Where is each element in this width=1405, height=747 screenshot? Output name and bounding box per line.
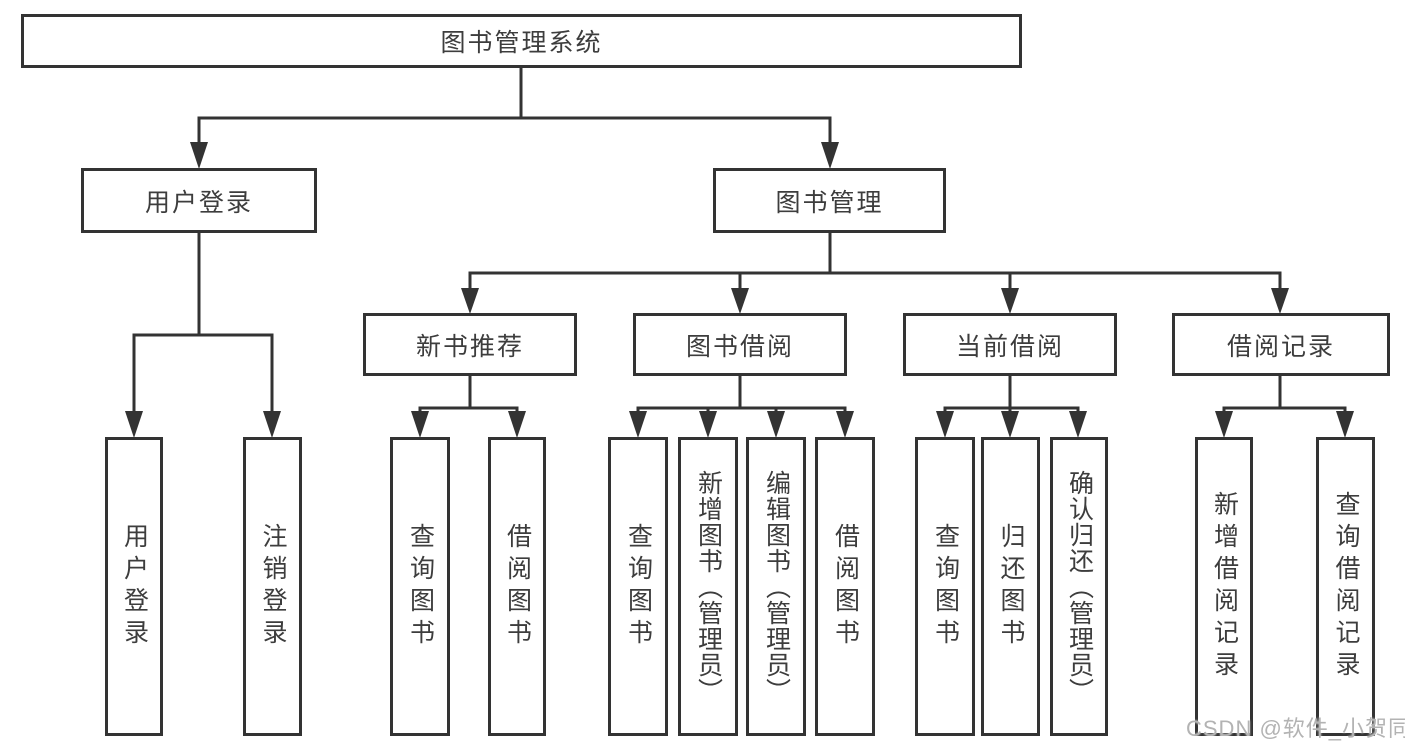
arrowhead-icon [731,288,749,314]
leaf-label: 编辑图书（管理员） [762,469,791,704]
connector-current-borrow-to-leaves [936,376,1087,438]
leaf-label: 新增借阅记录 [1210,490,1239,683]
leaf-add-borrow-record: 新增借阅记录 [1195,437,1253,736]
leaf-label: 借阅图书 [831,522,860,651]
leaf-label: 新增图书（管理员） [694,469,723,704]
connector-borrow-records-to-leaves [1215,376,1354,438]
node-book-borrow: 图书借阅 [633,313,847,376]
leaf-query-books-borrow: 查询图书 [608,437,668,736]
leaf-label: 查询图书 [931,522,960,651]
arrowhead-icon [190,142,208,169]
node-label: 用户登录 [144,188,253,217]
leaf-query-books-current: 查询图书 [915,437,975,736]
leaf-query-books-recommend: 查询图书 [390,437,450,736]
connector-new-book-recommend-to-leaves [411,376,526,438]
arrowhead-icon [461,288,479,314]
node-library-management-system: 图书管理系统 [21,14,1022,68]
leaf-add-book-admin: 新增图书（管理员） [678,437,738,736]
leaf-edit-book-admin: 编辑图书（管理员） [746,437,806,736]
connector-book-management-to-level3 [461,233,1289,314]
connector-root-to-level2 [190,67,839,169]
arrowhead-icon [821,142,839,169]
arrowhead-icon [1215,411,1233,438]
node-label: 当前借阅 [955,332,1064,361]
arrowhead-icon [411,411,429,438]
node-label: 借阅记录 [1226,332,1335,361]
node-label: 图书管理系统 [440,29,603,57]
node-new-book-recommend: 新书推荐 [363,313,577,376]
leaf-label: 借阅图书 [503,522,532,651]
csdn-watermark: CSDN @软件_小贺同学 [1186,716,1405,741]
leaf-user-login: 用户登录 [105,437,163,736]
node-book-management: 图书管理 [713,168,946,233]
leaf-query-borrow-record: 查询借阅记录 [1316,437,1375,736]
arrowhead-icon [1271,288,1289,314]
arrowhead-icon [1001,411,1019,438]
leaf-label: 查询图书 [624,522,653,651]
arrowhead-icon [263,411,281,438]
leaf-logout: 注销登录 [243,437,302,736]
arrowhead-icon [629,411,647,438]
arrowhead-icon [1001,288,1019,314]
arrowhead-icon [767,411,785,438]
leaf-label: 注销登录 [259,522,287,651]
leaf-label: 查询图书 [406,522,435,651]
leaf-label: 确认归还（管理员） [1065,469,1094,704]
arrowhead-icon [508,411,526,438]
node-label: 图书借阅 [685,332,794,361]
connector-user-login-to-leaves [125,233,281,438]
arrowhead-icon [836,411,854,438]
node-borrow-records: 借阅记录 [1172,313,1390,376]
leaf-borrow-books-recommend: 借阅图书 [488,437,546,736]
leaf-return-book: 归还图书 [981,437,1040,736]
leaf-label: 归还图书 [997,522,1025,651]
arrowhead-icon [1336,411,1354,438]
node-label: 图书管理 [775,188,884,217]
arrowhead-icon [936,411,954,438]
connector-book-borrow-to-leaves [629,376,854,438]
leaf-label: 用户登录 [120,522,149,651]
arrowhead-icon [699,411,717,438]
leaf-label: 查询借阅记录 [1332,490,1360,683]
node-current-borrow: 当前借阅 [903,313,1117,376]
leaf-borrow-books: 借阅图书 [815,437,875,736]
node-label: 新书推荐 [415,332,524,361]
leaf-confirm-return-admin: 确认归还（管理员） [1050,437,1108,736]
arrowhead-icon [1069,411,1087,438]
node-user-login: 用户登录 [81,168,317,233]
arrowhead-icon [125,411,143,438]
